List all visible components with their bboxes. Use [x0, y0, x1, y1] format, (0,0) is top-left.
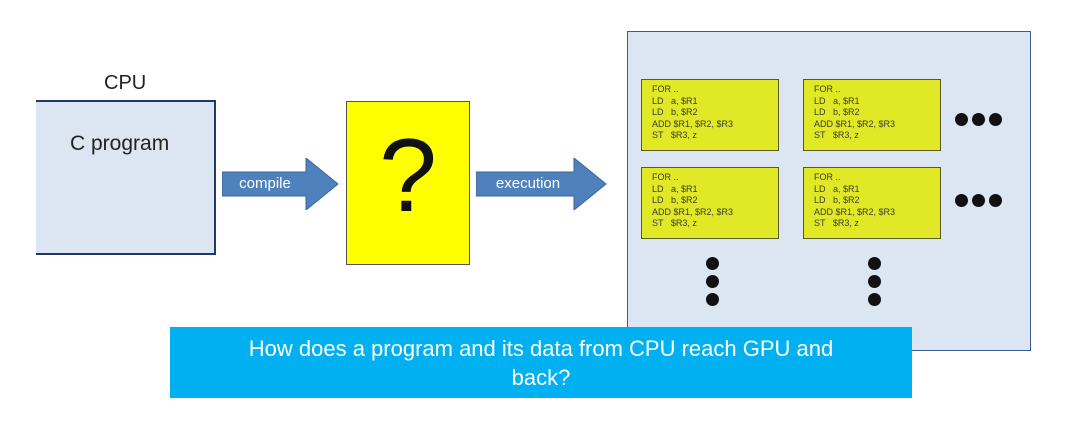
caption-line-2: back? — [511, 365, 571, 390]
code-line: ST $R3, z — [652, 130, 697, 140]
code-line: ADD $R1, $R2, $R3 — [814, 206, 896, 217]
code-line: LD b, $R2 — [814, 195, 860, 205]
ellipsis-dot — [868, 293, 881, 306]
code-line: ADD $R1, $R2, $R3 — [652, 206, 734, 217]
compile-arrow: compile — [222, 158, 340, 210]
ellipsis-dot — [972, 194, 985, 207]
cpu-program-box: C program — [36, 100, 216, 255]
question-caption: How does a program and its data from CPU… — [170, 327, 912, 398]
execution-arrow: execution — [476, 158, 608, 210]
ellipsis-dot — [868, 275, 881, 288]
cpu-label: CPU — [104, 72, 147, 94]
code-line: LD a, $R1 — [814, 183, 860, 194]
code-block: FOR .. LD a, $R1 LD b, $R2 ADD $R1, $R2,… — [641, 167, 779, 239]
question-mark: ? — [379, 118, 437, 234]
code-line: LD a, $R1 — [652, 183, 698, 194]
code-block: FOR .. LD a, $R1 LD b, $R2 ADD $R1, $R2,… — [641, 79, 779, 151]
ellipsis-dot — [955, 113, 968, 126]
code-line: FOR .. — [652, 172, 679, 182]
ellipsis-dot — [706, 257, 719, 270]
ellipsis-dot — [706, 293, 719, 306]
code-line: LD b, $R2 — [814, 107, 860, 117]
code-line: LD a, $R1 — [814, 95, 860, 106]
code-line: ST $R3, z — [814, 218, 859, 228]
compile-label: compile — [239, 175, 291, 192]
code-line: ST $R3, z — [814, 130, 859, 140]
ellipsis-dot — [989, 113, 1002, 126]
ellipsis-dot — [972, 113, 985, 126]
code-block: FOR .. LD a, $R1 LD b, $R2 ADD $R1, $R2,… — [803, 79, 941, 151]
ellipsis-dot — [706, 275, 719, 288]
code-line: ST $R3, z — [652, 218, 697, 228]
execution-label: execution — [495, 175, 561, 192]
caption-line-1: How does a program and its data from CPU… — [248, 336, 834, 361]
unknown-step-box: ? — [346, 101, 470, 265]
gpu-box: FOR .. LD a, $R1 LD b, $R2 ADD $R1, $R2,… — [627, 31, 1031, 351]
code-line: FOR .. — [814, 172, 841, 182]
code-line: ADD $R1, $R2, $R3 — [814, 118, 896, 129]
ellipsis-dot — [868, 257, 881, 270]
ellipsis-dot — [989, 194, 1002, 207]
code-line: LD a, $R1 — [652, 95, 698, 106]
ellipsis-dot — [955, 194, 968, 207]
cpu-program-text: C program — [70, 132, 170, 155]
code-line: LD b, $R2 — [652, 107, 698, 117]
code-block: FOR .. LD a, $R1 LD b, $R2 ADD $R1, $R2,… — [803, 167, 941, 239]
code-line: FOR .. — [652, 84, 679, 94]
code-line: LD b, $R2 — [652, 195, 698, 205]
code-line: FOR .. — [814, 84, 841, 94]
code-line: ADD $R1, $R2, $R3 — [652, 118, 734, 129]
